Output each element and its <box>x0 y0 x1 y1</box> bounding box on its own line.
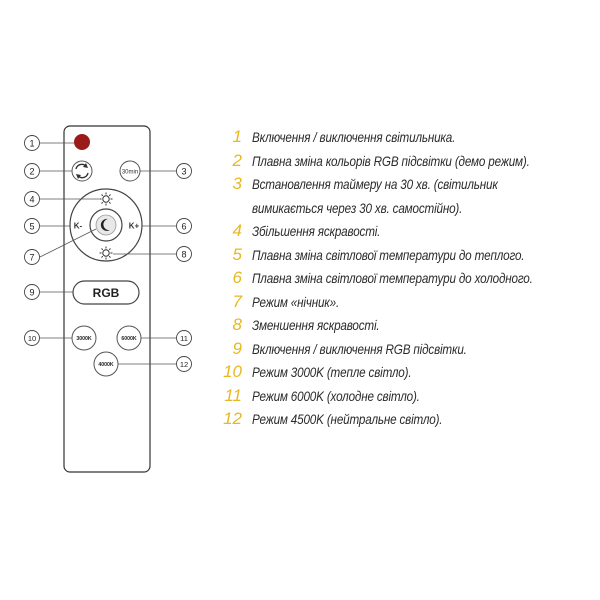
callout-3: 3 <box>181 167 186 177</box>
callout-circle-2 <box>24 163 40 179</box>
legend-item: 6 Плавна зміна світлової температури до … <box>210 267 595 291</box>
legend-number: 7 <box>232 291 242 311</box>
callout-7: 7 <box>29 253 34 263</box>
callout-10: 10 <box>28 334 36 343</box>
legend-item: 3 Встановлення таймеру на 30 хв. (світил… <box>210 173 595 220</box>
color-cycle-icon <box>75 163 89 179</box>
callout-circle-1 <box>24 135 40 151</box>
callout-circle-6 <box>176 218 192 234</box>
callout-4: 4 <box>29 195 34 205</box>
legend-item: 5 Плавна зміна світлової температури до … <box>210 244 595 268</box>
legend-description: Встановлення таймеру на 30 хв. (світильн… <box>252 177 498 216</box>
legend-description: Плавна зміна кольорів RGB підсвітки (дем… <box>252 153 530 169</box>
callout-5: 5 <box>29 222 34 232</box>
legend-item: 8 Зменшення яскравості. <box>210 314 595 338</box>
legend-item: 2 Плавна зміна кольорів RGB підсвітки (д… <box>210 150 595 174</box>
legend-description: Режим 6000K (холодне світло). <box>252 388 420 404</box>
legend-number: 10 <box>223 362 242 381</box>
k4000-label: 4000K <box>98 362 114 368</box>
legend-number: 5 <box>232 244 242 264</box>
callout-11: 11 <box>180 334 188 343</box>
callout-6: 6 <box>181 222 186 232</box>
night-mode-button-inner <box>95 214 117 236</box>
brightness-down-icon <box>99 246 113 260</box>
brightness-up-icon <box>99 192 113 206</box>
legend-number: 8 <box>232 315 242 334</box>
legend-description: Режим 3000K (тепле світло). <box>252 365 412 380</box>
callout-circle-10 <box>24 330 40 346</box>
callout-8: 8 <box>181 250 186 260</box>
legend-description: Режим «нічник». <box>252 294 340 310</box>
callout-circle-5 <box>24 218 40 234</box>
callout-circle-12 <box>176 356 192 372</box>
legend-item: 7 Режим «нічник». <box>210 291 595 315</box>
callout-circle-4 <box>24 191 40 207</box>
k-plus-label: K+ <box>129 222 140 231</box>
callout-12: 12 <box>180 360 188 369</box>
callout-circle-7 <box>24 249 40 265</box>
legend-item: 4 Збільшення яскравості. <box>210 220 595 244</box>
callout-circle-9 <box>24 284 40 300</box>
legend-description: Режим 4500K (нейтральне світло). <box>252 412 443 427</box>
timer-button-label: 30min <box>122 170 138 176</box>
legend-number: 1 <box>232 127 242 146</box>
legend-description: Зменшення яскравості. <box>252 318 380 333</box>
callout-circle-11 <box>176 330 192 346</box>
legend-number: 9 <box>232 338 242 358</box>
legend-number: 2 <box>232 150 242 170</box>
callout-9: 9 <box>29 288 34 298</box>
legend-item: 12 Режим 4500K (нейтральне світло). <box>210 408 595 432</box>
legend-description: Збільшення яскравості. <box>252 224 381 239</box>
legend-item: 9 Включення / виключення RGB підсвітки. <box>210 338 595 362</box>
rgb-button <box>72 280 140 305</box>
moon-icon <box>100 218 110 231</box>
legend-number: 3 <box>232 174 242 193</box>
legend-description: Включення / виключення RGB підсвітки. <box>252 341 467 357</box>
callout-circle-8 <box>176 246 192 262</box>
legend-description: Плавна зміна світлової температури до те… <box>252 247 525 263</box>
legend-item: 11 Режим 6000K (холодне світло). <box>210 385 595 409</box>
legend-number: 6 <box>232 268 242 287</box>
k6000-label: 6000K <box>121 336 137 342</box>
callout-1: 1 <box>29 139 34 149</box>
legend-number: 4 <box>232 221 242 240</box>
legend-description: Включення / виключення світильника. <box>252 130 456 145</box>
rgb-button-label: RGB <box>93 286 120 300</box>
legend-number: 12 <box>223 409 242 428</box>
legend-description: Плавна зміна світлової температури до хо… <box>252 271 533 286</box>
legend-item: 10 Режим 3000K (тепле світло). <box>210 361 595 385</box>
legend-number: 11 <box>224 385 242 405</box>
legend-list: 1 Включення / виключення світильника. 2 … <box>210 126 595 432</box>
k-minus-label: K- <box>74 222 83 231</box>
k3000-label: 3000K <box>76 336 92 342</box>
legend-item: 1 Включення / виключення світильника. <box>210 126 595 150</box>
power-button <box>74 134 90 150</box>
callout-leader-lines <box>39 142 176 365</box>
callout-2: 2 <box>29 167 34 177</box>
callouts: 1 2 3 4 5 6 7 8 9 10 11 12 <box>24 135 192 372</box>
callout-circle-3 <box>176 163 192 179</box>
